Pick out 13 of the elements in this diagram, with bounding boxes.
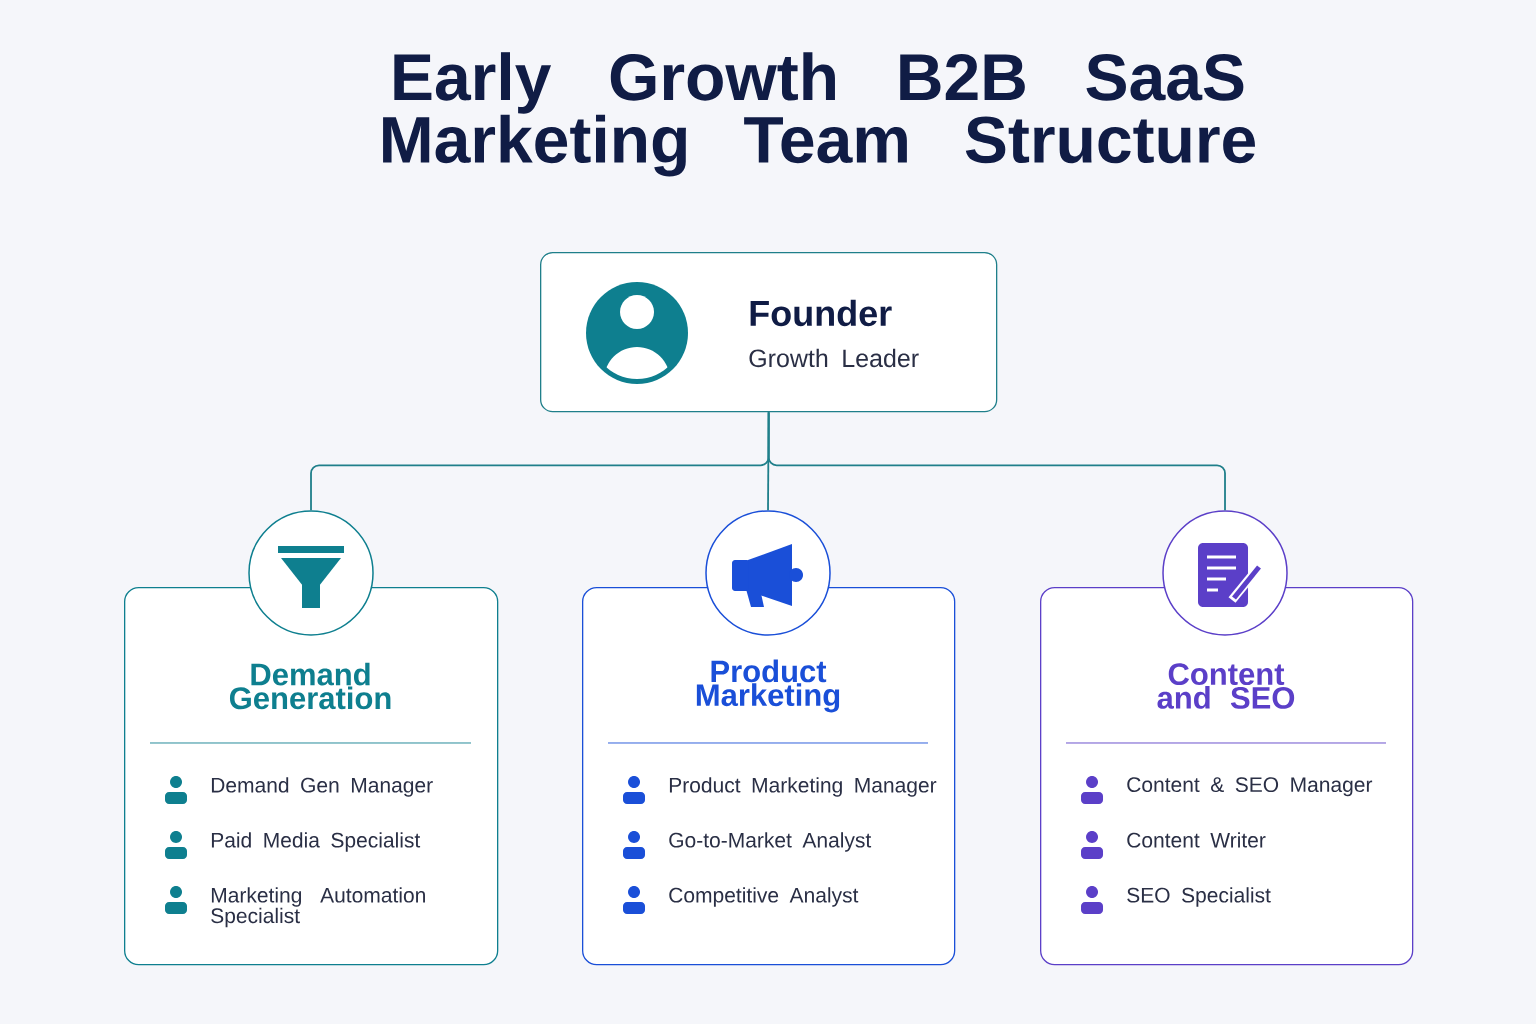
connector-line <box>767 411 1226 512</box>
role-label: Product Marketing Manager <box>669 777 937 797</box>
role-title: Founder <box>750 299 892 327</box>
title: Early Growth B2B SaaS Marketing Team Structure <box>383 52 1255 177</box>
role-label: Content & SEO Manager <box>1127 777 1373 797</box>
role-label: SEO Specialist <box>1127 887 1271 907</box>
role-label: Marketing Automation Specialist <box>211 887 425 928</box>
role-label: Competitive Analyst <box>669 887 859 907</box>
role-subtitle: Growth Leader <box>749 348 919 368</box>
role-label: Go-to-Market Analyst <box>669 832 872 852</box>
role-label: Demand Gen Manager <box>211 777 433 797</box>
role-label: Content Writer <box>1127 832 1266 848</box>
role-label: Paid Media Specialist <box>211 832 421 852</box>
